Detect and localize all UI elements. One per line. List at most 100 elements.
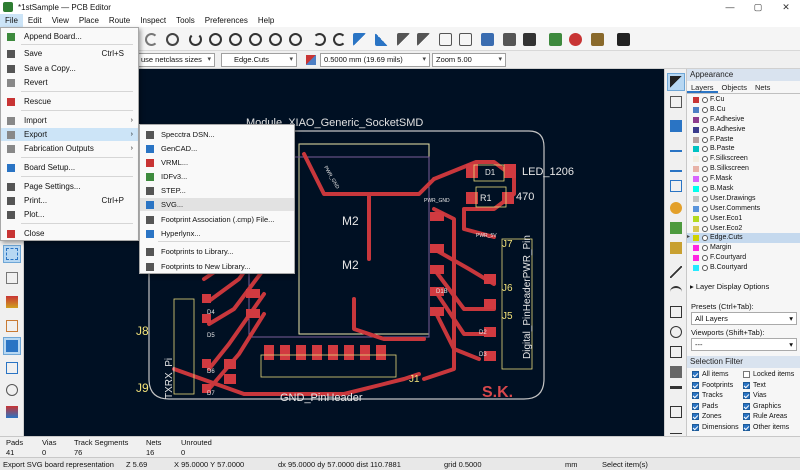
visibility-eye-icon[interactable]: [702, 146, 708, 153]
place-footprint-icon[interactable]: [667, 117, 685, 135]
layer-color-swatch[interactable]: [693, 116, 699, 123]
file-menu-item[interactable]: Import›: [1, 114, 138, 127]
export-menu-item[interactable]: IDFv3...: [140, 170, 294, 183]
select-tool-icon[interactable]: [667, 73, 685, 91]
file-menu-item[interactable]: Append Board...: [1, 30, 138, 43]
filter-checkbox[interactable]: Graphics: [743, 402, 781, 410]
layer-color-swatch[interactable]: [693, 126, 699, 133]
zoom-out-icon[interactable]: [246, 30, 264, 48]
footprint-editor-icon[interactable]: [500, 30, 518, 48]
filter-checkbox[interactable]: Locked items: [743, 371, 794, 378]
minimize-button[interactable]: —: [725, 2, 735, 12]
layer-row[interactable]: B.Paste: [687, 144, 800, 154]
zoom-redraw-icon[interactable]: [206, 30, 224, 48]
filter-checkbox[interactable]: Dimensions: [692, 423, 739, 431]
menu-inspect[interactable]: Inspect: [140, 16, 167, 25]
layer-row[interactable]: B.Silkscreen: [687, 164, 800, 174]
layer-color-swatch[interactable]: [693, 106, 699, 113]
checkbox-icon[interactable]: [692, 392, 699, 399]
visibility-eye-icon[interactable]: [702, 235, 708, 242]
export-menu-item[interactable]: GenCAD...: [140, 142, 294, 155]
file-menu-item[interactable]: Close: [1, 227, 138, 240]
line-width-combo[interactable]: 0.5000 mm (19.69 mils)▾: [320, 53, 430, 67]
layer-color-swatch[interactable]: [693, 225, 699, 232]
layer-row[interactable]: F.Paste: [687, 135, 800, 145]
zoom-fit-icon[interactable]: [266, 30, 284, 48]
filter-checkbox[interactable]: All items: [692, 371, 728, 378]
filter-checkbox[interactable]: Vias: [743, 392, 767, 399]
tab-nets[interactable]: Nets: [754, 83, 771, 92]
layer-color-swatch[interactable]: [693, 235, 699, 242]
checkbox-icon[interactable]: [692, 381, 699, 389]
high-contrast-icon[interactable]: [3, 337, 21, 355]
file-menu-item[interactable]: Export›: [1, 128, 138, 141]
draw-circle-icon[interactable]: [667, 323, 685, 341]
ratsnest-icon[interactable]: [3, 245, 21, 263]
add-dimension-icon[interactable]: [667, 419, 685, 437]
draw-polygon-icon[interactable]: [667, 343, 685, 361]
add-image-icon[interactable]: [667, 363, 685, 381]
export-menu-item[interactable]: SVG...: [140, 198, 294, 211]
layer-row[interactable]: F.Silkscreen: [687, 154, 800, 164]
via-outline-icon[interactable]: [3, 381, 21, 399]
tab-layers[interactable]: Layers: [687, 81, 718, 93]
zoom-combo[interactable]: Zoom 5.00▾: [432, 53, 506, 67]
terminal-icon[interactable]: [614, 30, 632, 48]
layer-row[interactable]: B.Cu: [687, 105, 800, 115]
checkbox-icon[interactable]: [692, 371, 699, 378]
draw-arc-icon[interactable]: [667, 283, 685, 301]
export-menu-item[interactable]: Footprint Association (.cmp) File...: [140, 213, 294, 226]
menu-preferences[interactable]: Preferences: [204, 16, 248, 25]
layer-row[interactable]: User.Eco1: [687, 214, 800, 224]
checkbox-icon[interactable]: [692, 402, 699, 410]
find-icon[interactable]: [163, 30, 181, 48]
layer-display-options[interactable]: ▸ Layer Display Options: [690, 282, 769, 291]
layer-color-swatch[interactable]: [693, 186, 699, 193]
export-menu-item[interactable]: STEP...: [140, 184, 294, 197]
visibility-eye-icon[interactable]: [702, 136, 708, 143]
filter-checkbox[interactable]: Zones: [692, 413, 721, 420]
visibility-eye-icon[interactable]: [702, 186, 708, 193]
tune-length-icon[interactable]: [667, 177, 685, 195]
visibility-eye-icon[interactable]: [702, 97, 708, 103]
flip-icon[interactable]: [394, 30, 412, 48]
route-track-icon[interactable]: [302, 51, 320, 69]
checkbox-icon[interactable]: [743, 423, 750, 431]
filter-checkbox[interactable]: Pads: [692, 402, 718, 410]
menu-route[interactable]: Route: [108, 16, 131, 25]
layer-color-swatch[interactable]: [693, 97, 699, 103]
export-menu-item[interactable]: VRML...: [140, 156, 294, 169]
add-zone-icon[interactable]: [667, 219, 685, 237]
layer-color-swatch[interactable]: [693, 215, 699, 222]
file-menu-item[interactable]: Save a Copy...: [1, 62, 138, 75]
layer-color-swatch[interactable]: [693, 205, 699, 212]
layer-color-swatch[interactable]: [693, 156, 699, 163]
mirror-h-icon[interactable]: [372, 30, 390, 48]
zone-fill-icon[interactable]: [3, 293, 21, 311]
filter-checkbox[interactable]: Tracks: [692, 392, 723, 399]
file-menu-item[interactable]: Plot...: [1, 208, 138, 221]
netlist-icon[interactable]: [478, 30, 496, 48]
track-outline-icon[interactable]: [3, 317, 21, 335]
visibility-eye-icon[interactable]: [702, 176, 708, 183]
menu-edit[interactable]: Edit: [27, 16, 42, 25]
menu-file[interactable]: File: [0, 14, 23, 27]
visibility-eye-icon[interactable]: [702, 126, 708, 133]
curved-ratsnest-icon[interactable]: [3, 269, 21, 287]
close-window-button[interactable]: ✕: [782, 1, 790, 12]
redo-icon[interactable]: [142, 30, 160, 48]
visibility-eye-icon[interactable]: [702, 195, 708, 202]
menu-place[interactable]: Place: [78, 16, 99, 25]
route-diff-pair-icon[interactable]: [667, 157, 685, 175]
add-textbox-icon[interactable]: [667, 403, 685, 421]
rotate-cw-icon[interactable]: [330, 30, 348, 48]
visibility-eye-icon[interactable]: [702, 116, 708, 123]
board-setup-toolbar-icon[interactable]: [588, 30, 606, 48]
filter-checkbox[interactable]: Footprints: [692, 381, 733, 389]
export-menu-item[interactable]: Footprints to New Library...: [140, 260, 294, 273]
layer-row[interactable]: B.Mask: [687, 184, 800, 194]
layer-row[interactable]: B.Courtyard: [687, 263, 800, 273]
menu-help[interactable]: Help: [257, 16, 275, 25]
export-menu-item[interactable]: Hyperlynx...: [140, 227, 294, 240]
